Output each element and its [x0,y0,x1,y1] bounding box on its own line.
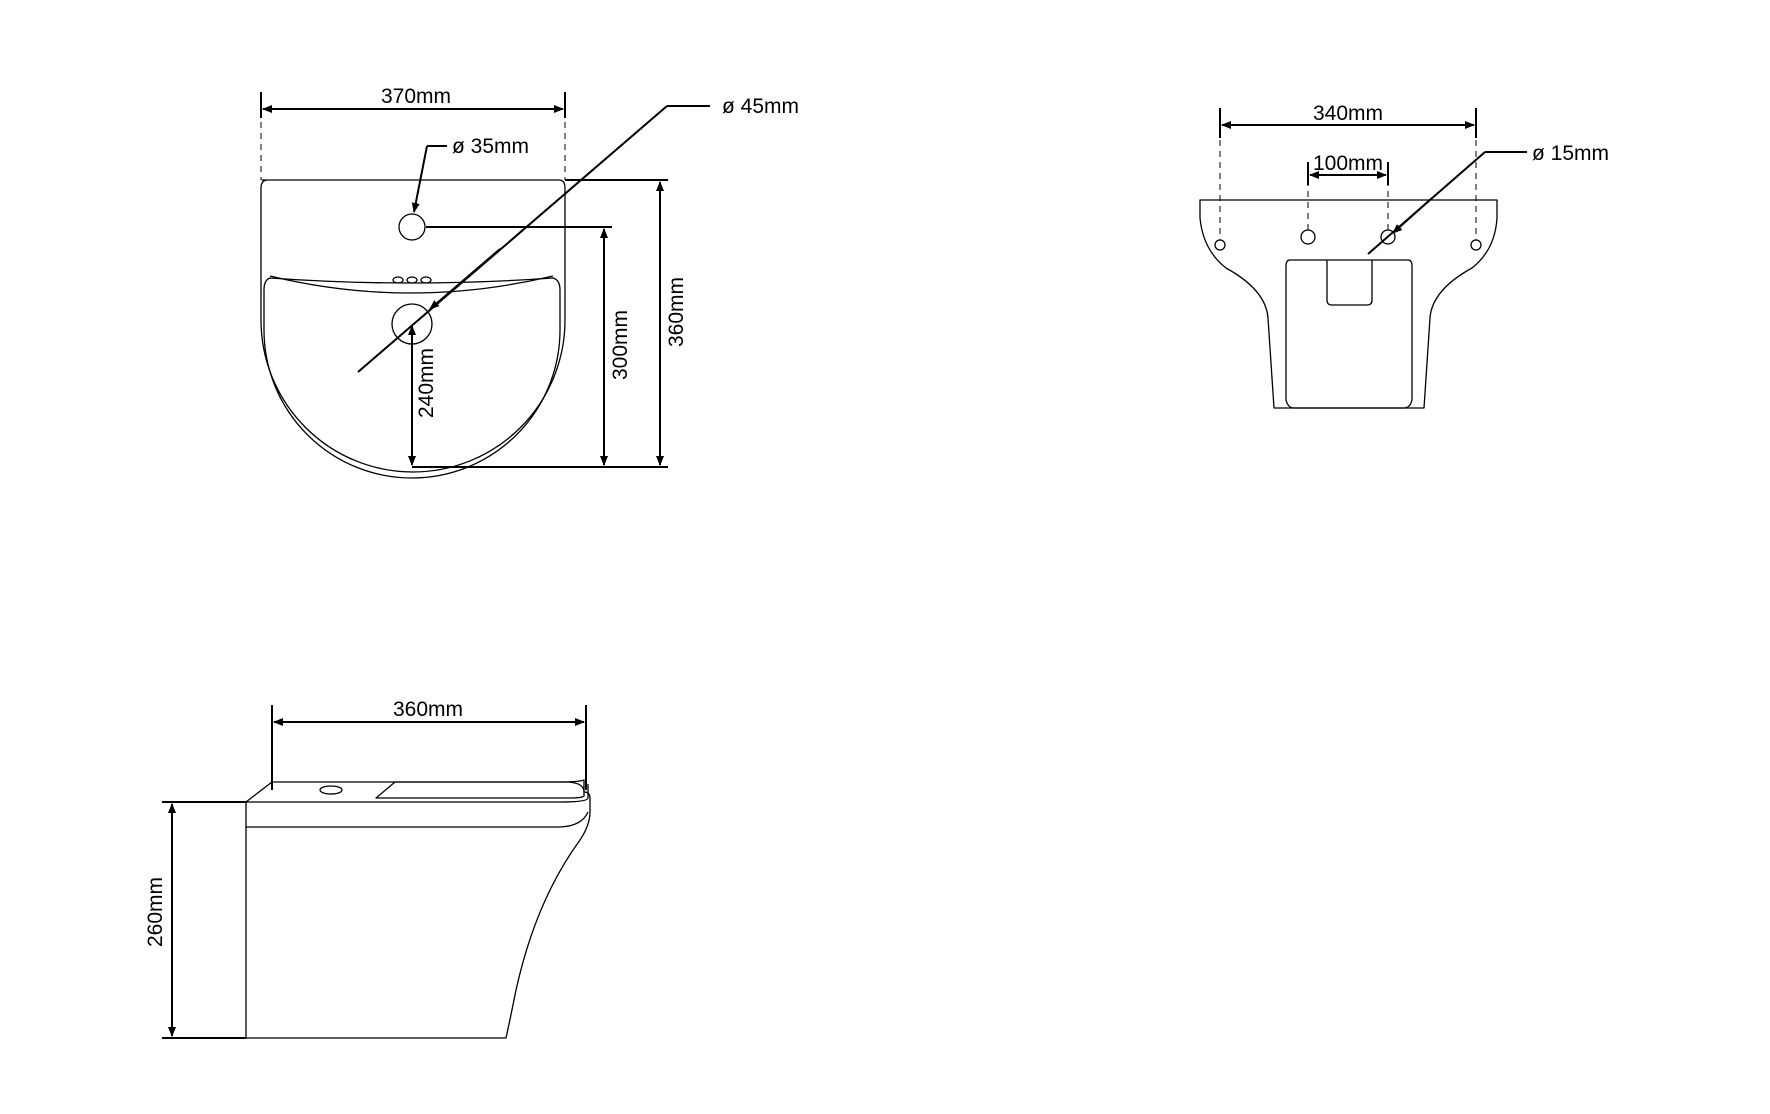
side-depth-label: 360mm [393,698,463,721]
side-tap-hole [319,785,343,795]
bowl-back-rim [269,275,554,294]
height-360-label: 360mm [665,277,688,347]
overflow-slot [406,276,418,284]
side-bowl-opening [375,781,585,799]
side-view: 360mm 260mm [144,698,591,1039]
fixing-hole [1214,239,1226,251]
front-width-label: 370mm [381,85,451,108]
rear-pedestal-face [1285,259,1413,409]
height-300-label: 300mm [609,310,632,380]
side-height-label: 260mm [144,877,167,947]
height-240-label: 240mm [415,348,438,418]
fixing-hole [1300,229,1316,245]
rear-outline [1199,199,1498,409]
side-top-rim [246,784,589,803]
overflow-slot [392,276,404,284]
waste-label: ø 45mm [722,95,799,118]
rear-view: 340mm 100mm ø 15mm [1199,102,1609,409]
basin-bowl [263,277,561,479]
overflow-slot [420,276,432,284]
tap-hole-label: ø 35mm [452,135,529,158]
fixing-spacing-label: 100mm [1313,152,1383,175]
side-rim-lower [246,811,589,828]
fixing-hole [1470,239,1482,251]
side-outline [245,779,591,1039]
rear-width-label: 340mm [1313,102,1383,125]
tap-hole [398,213,426,241]
rear-recess [1326,260,1373,306]
front-view: 370mm ø 35mm ø 45mm 360mm 300mm 240mm [260,85,799,479]
fixing-hole-label: ø 15mm [1532,142,1609,165]
basin-outline [260,179,566,473]
